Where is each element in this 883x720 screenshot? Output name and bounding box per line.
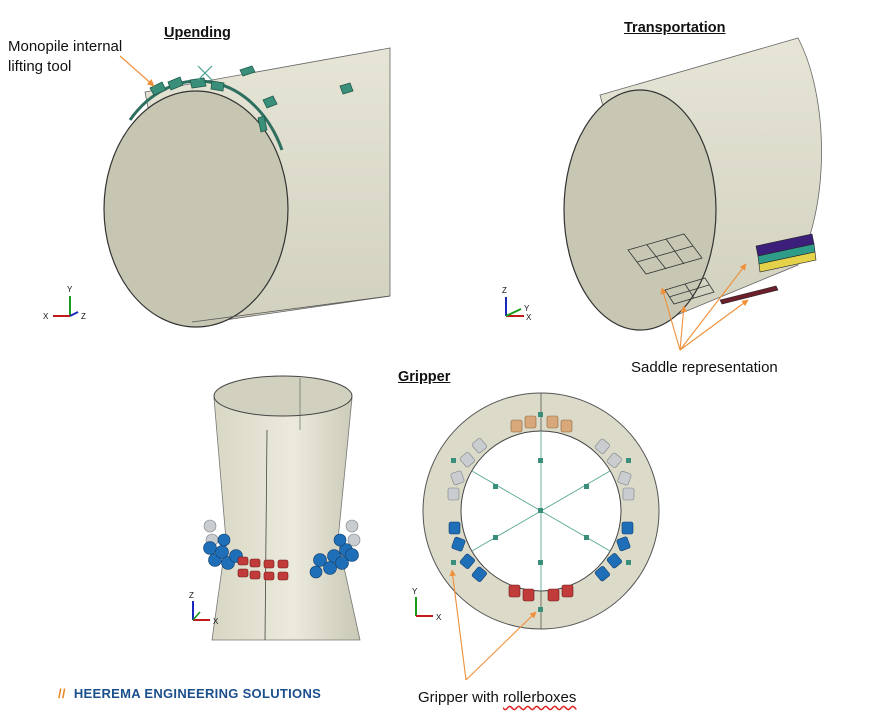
upending-pile [103, 47, 391, 328]
lifting-tool-label-line1: Monopile internal [8, 38, 123, 55]
side-rollerboxes-red [237, 556, 289, 581]
saddle-label: Saddle representation [631, 359, 778, 376]
gripper-side-axis-triad: Z X [189, 591, 219, 626]
saddle-pointers [660, 263, 749, 351]
transportation-axis-triad: Z Y X [502, 286, 532, 322]
lifting-tool-label-line2: lifting tool [8, 58, 72, 75]
logo-text: HEEREMA ENGINEERING SOLUTIONS [73, 686, 322, 701]
gripper-side-pile [211, 375, 361, 641]
gripper-label-part2: rollerboxes [503, 689, 577, 706]
gripper-label-part1: Gripper with [418, 689, 504, 706]
upending-axis-b: X [43, 312, 49, 321]
lifting-tool-pointer [119, 55, 155, 87]
gripper-top-axis-a: Y [412, 587, 418, 596]
gripper-side-axis-a: Z [189, 591, 194, 600]
saddle-grid-1 [627, 233, 703, 275]
saddle-grid-2 [664, 277, 715, 305]
heerema-logo: // HEEREMA ENGINEERING SOLUTIONS [58, 686, 321, 701]
gripper-title: Gripper [398, 369, 451, 385]
gripper-label: Gripper with rollerboxes [418, 688, 576, 708]
top-rollerboxes-red [508, 584, 574, 602]
transportation-title: Transportation [624, 20, 726, 36]
top-rollerboxes-grey [447, 438, 635, 501]
lifting-tool-label: Monopile internal lifting tool [8, 37, 122, 77]
logo-slash: // [58, 686, 66, 701]
top-rollerboxes-tan [510, 415, 573, 433]
gripper-top-axis-triad: Y X [412, 587, 442, 622]
transportation-pile [563, 37, 822, 331]
tool-crosshair-icon [197, 65, 213, 81]
gripper-pointers [449, 569, 537, 681]
top-rollerboxes-blue [448, 521, 634, 582]
transportation-axis-c: X [526, 313, 532, 322]
transportation-axis-a: Z [502, 286, 507, 295]
gripper-side-axis-b: X [213, 617, 219, 626]
upending-axis-c: Z [81, 312, 86, 321]
saddle-colored-block [719, 233, 817, 305]
gripper-top-axis-b: X [436, 613, 442, 622]
transportation-axis-b: Y [524, 304, 530, 313]
upending-axis-a: Y [67, 285, 73, 294]
upending-title: Upending [164, 25, 231, 41]
upending-axis-triad: Y X Z [43, 285, 86, 321]
gripper-nodes [451, 412, 631, 612]
